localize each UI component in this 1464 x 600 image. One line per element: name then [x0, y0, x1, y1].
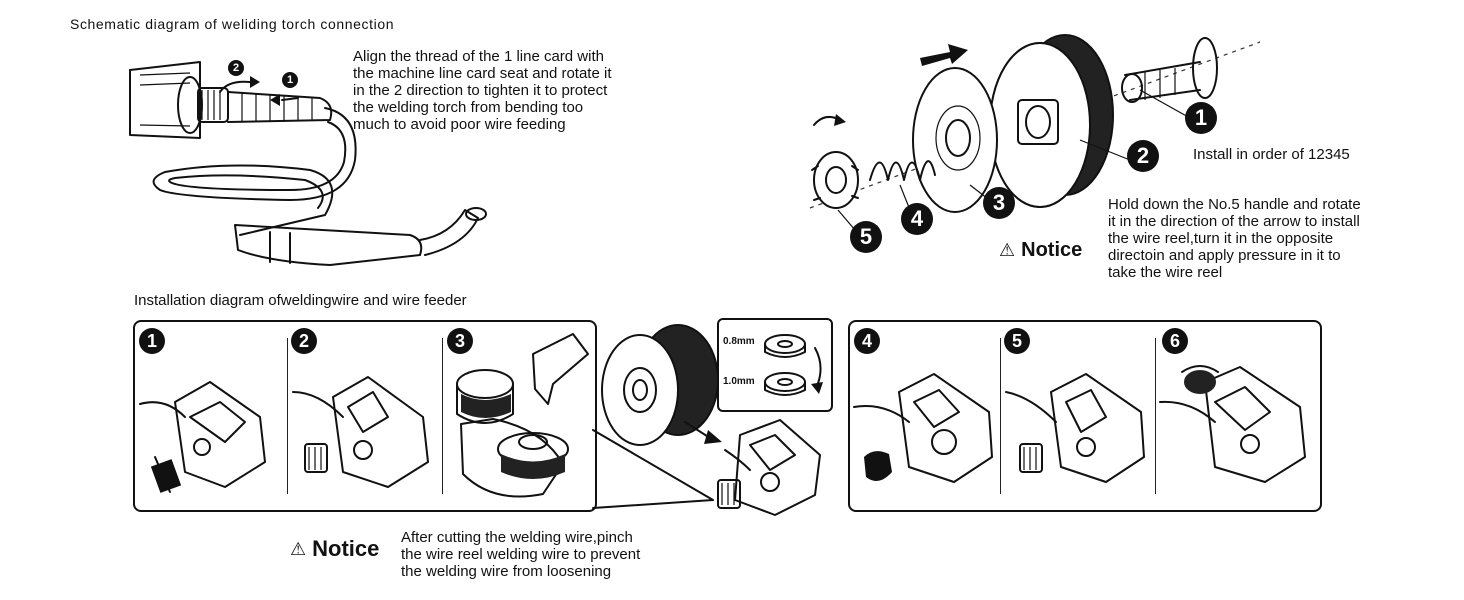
spool-to-feeder-illustration — [601, 324, 821, 516]
install-order-text: Install in order of 12345 — [1193, 146, 1350, 163]
feeder-notice-line: After cutting the welding wire,pinch — [401, 529, 633, 546]
reel-notice-line: directoin and apply pressure in it to — [1108, 247, 1341, 264]
reel-notice-line: it in the direction of the arrow to inst… — [1108, 213, 1360, 230]
reel-notice-text: Hold down the No.5 handle and rotate it … — [1108, 196, 1361, 281]
feeder-step-2: 2 — [291, 328, 317, 354]
reel-notice-label: Notice — [1021, 239, 1083, 261]
panel-divider — [442, 338, 443, 494]
callout-connector — [592, 429, 714, 509]
feeder-step-4: 4 — [854, 328, 880, 354]
warning-icon: ⚠ — [290, 538, 307, 559]
torch-section-title: Schematic diagram of weliding torch conn… — [70, 16, 395, 32]
reel-part-4: 4 — [901, 203, 933, 235]
roller-size-0-8: 0.8mm — [723, 336, 755, 347]
feeder-step-5-illustration — [1005, 373, 1145, 483]
feeder-step-3: 3 — [447, 328, 473, 354]
feeder-step-4-illustration — [853, 373, 993, 483]
feeder-notice-heading: ⚠ Notice — [290, 536, 379, 562]
torch-instruction-line: the machine line card seat and rotate it — [353, 65, 612, 82]
drive-roller-illustration — [764, 334, 823, 396]
feeder-notice-label: Notice — [312, 536, 380, 561]
feeder-notice-text: After cutting the welding wire,pinch the… — [401, 529, 640, 580]
feeder-section-title: Installation diagram ofweldingwire and w… — [134, 292, 467, 309]
feeder-notice-line: the welding wire from loosening — [401, 563, 612, 580]
warning-icon: ⚠ — [999, 240, 1016, 260]
feeder-steps-right-panel: 4 5 6 — [848, 320, 1322, 512]
torch-step-marker-2: 2 — [228, 60, 244, 76]
panel-divider — [287, 338, 288, 494]
feeder-notice-line: the wire reel welding wire to prevent — [401, 546, 641, 563]
reel-part-3: 3 — [983, 187, 1015, 219]
reel-notice-line: the wire reel,turn it in the opposite — [1108, 230, 1334, 247]
torch-instruction-line: much to avoid poor wire feeding — [353, 116, 566, 133]
feeder-step-6: 6 — [1162, 328, 1188, 354]
reel-part-2: 2 — [1127, 140, 1159, 172]
reel-notice-line: take the wire reel — [1108, 264, 1223, 281]
reel-notice-line: Hold down the No.5 handle and rotate — [1108, 196, 1361, 213]
torch-instruction-line: in the 2 direction to tighten it to prot… — [353, 82, 608, 99]
feeder-step-1-illustration — [139, 381, 266, 493]
torch-instruction: Align the thread of the 1 line card with… — [353, 48, 612, 133]
torch-instruction-line: Align the thread of the 1 line card with — [353, 48, 604, 65]
panel-divider — [1000, 338, 1001, 494]
panel-divider — [1155, 338, 1156, 494]
feeder-step-5: 5 — [1004, 328, 1030, 354]
feeder-step-2-illustration — [292, 376, 429, 488]
reel-notice-heading: ⚠ Notice — [999, 239, 1082, 262]
roller-size-1-0: 1.0mm — [723, 376, 755, 387]
feeder-steps-left-panel: 1 2 3 — [133, 320, 597, 512]
torch-connection-illustration — [129, 61, 487, 266]
roller-size-callout: 0.8mm 1.0mm — [717, 318, 833, 412]
feeder-step-3-illustration — [456, 333, 589, 498]
wire-reel-exploded-illustration — [809, 34, 1261, 231]
reel-part-5: 5 — [850, 221, 882, 253]
feeder-step-6-illustration — [1159, 365, 1306, 483]
torch-instruction-line: the welding torch from bending too — [353, 99, 584, 116]
feeder-step-1: 1 — [139, 328, 165, 354]
reel-part-1: 1 — [1185, 102, 1217, 134]
torch-step-marker-1: 1 — [282, 72, 298, 88]
